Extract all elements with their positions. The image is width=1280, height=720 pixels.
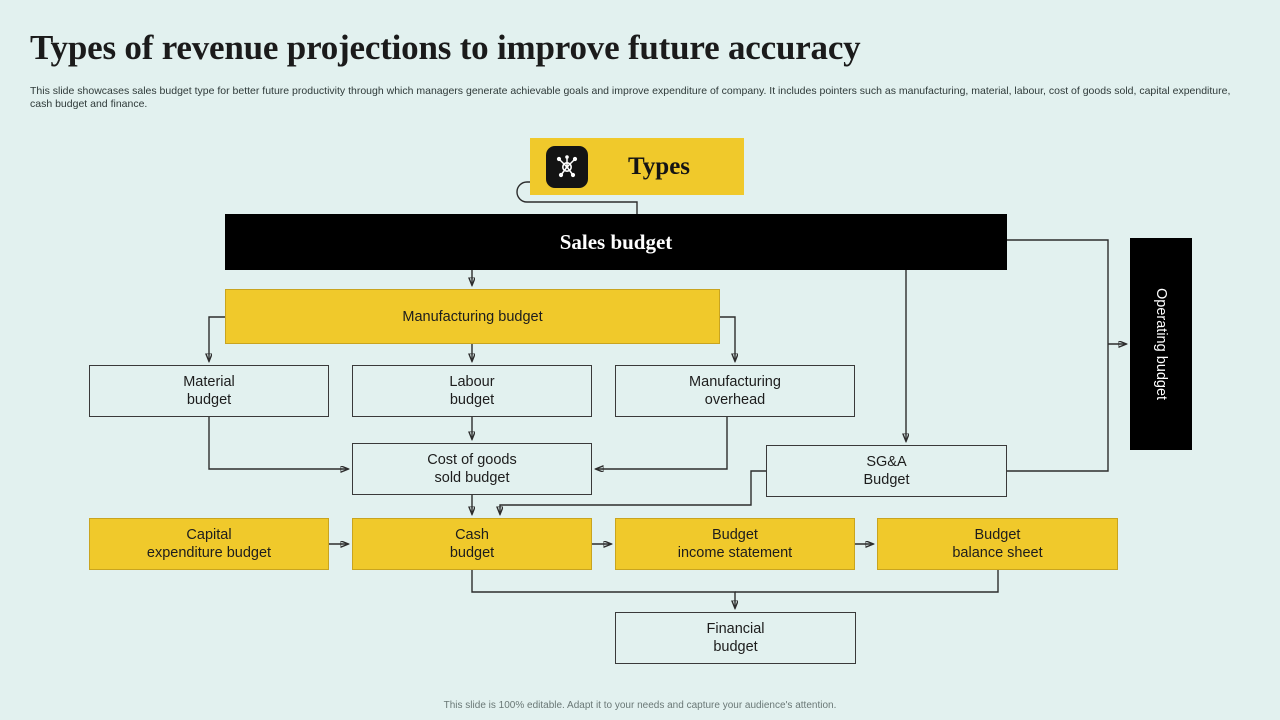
node-financial-budget[interactable]: Financial budget <box>615 612 856 664</box>
node-label: Cash budget <box>449 527 495 561</box>
node-cash-budget[interactable]: Cash budget <box>352 518 592 570</box>
node-labour-budget[interactable]: Labour budget <box>352 365 592 417</box>
node-label: Manufacturing overhead <box>689 374 781 408</box>
node-cost-of-goods-sold-budget[interactable]: Cost of goods sold budget <box>352 443 592 495</box>
edge-cash-to-financial <box>471 570 735 608</box>
slide-footer-note: This slide is 100% editable. Adapt it to… <box>443 700 837 711</box>
page-subtitle: This slide showcases sales budget type f… <box>30 85 1231 110</box>
node-capital-expenditure-budget[interactable]: Capital expenditure budget <box>89 518 329 570</box>
node-label: Labour budget <box>449 374 495 408</box>
edge-sga-to-operating <box>1007 344 1109 472</box>
edge-manufacturing-to-overhead <box>720 316 735 361</box>
types-badge-label: Types <box>627 152 691 180</box>
types-badge[interactable]: Types <box>530 138 744 195</box>
network-hub-icon <box>546 145 588 188</box>
node-budget-balance-sheet[interactable]: Budget balance sheet <box>877 518 1118 570</box>
node-label: Material budget <box>183 374 235 408</box>
edge-balance-to-financial <box>735 570 999 593</box>
edge-material-to-cogs <box>208 417 348 469</box>
edge-overhead-to-cogs <box>596 417 728 469</box>
node-label: Operating budget <box>1153 287 1169 401</box>
node-label: Cost of goods sold budget <box>427 452 517 486</box>
node-manufacturing-budget[interactable]: Manufacturing budget <box>225 289 720 344</box>
node-label: Manufacturing budget <box>402 308 543 325</box>
node-manufacturing-overhead[interactable]: Manufacturing overhead <box>615 365 855 417</box>
node-label: Capital expenditure budget <box>146 527 272 561</box>
node-operating-budget[interactable]: Operating budget <box>1130 238 1192 450</box>
node-label: Financial budget <box>706 621 765 655</box>
page-title: Types of revenue projections to improve … <box>30 28 861 67</box>
node-label: SG&A Budget <box>863 454 910 488</box>
node-material-budget[interactable]: Material budget <box>89 365 329 417</box>
node-sales-budget[interactable]: Sales budget <box>225 214 1007 270</box>
edge-sales-to-operating <box>1007 239 1109 344</box>
node-label: Budget income statement <box>677 527 793 561</box>
node-budget-income-statement[interactable]: Budget income statement <box>615 518 855 570</box>
node-label: Sales budget <box>559 230 673 254</box>
node-sga-budget[interactable]: SG&A Budget <box>766 445 1007 497</box>
node-label: Budget balance sheet <box>952 527 1043 561</box>
edge-manufacturing-to-material <box>209 316 225 361</box>
